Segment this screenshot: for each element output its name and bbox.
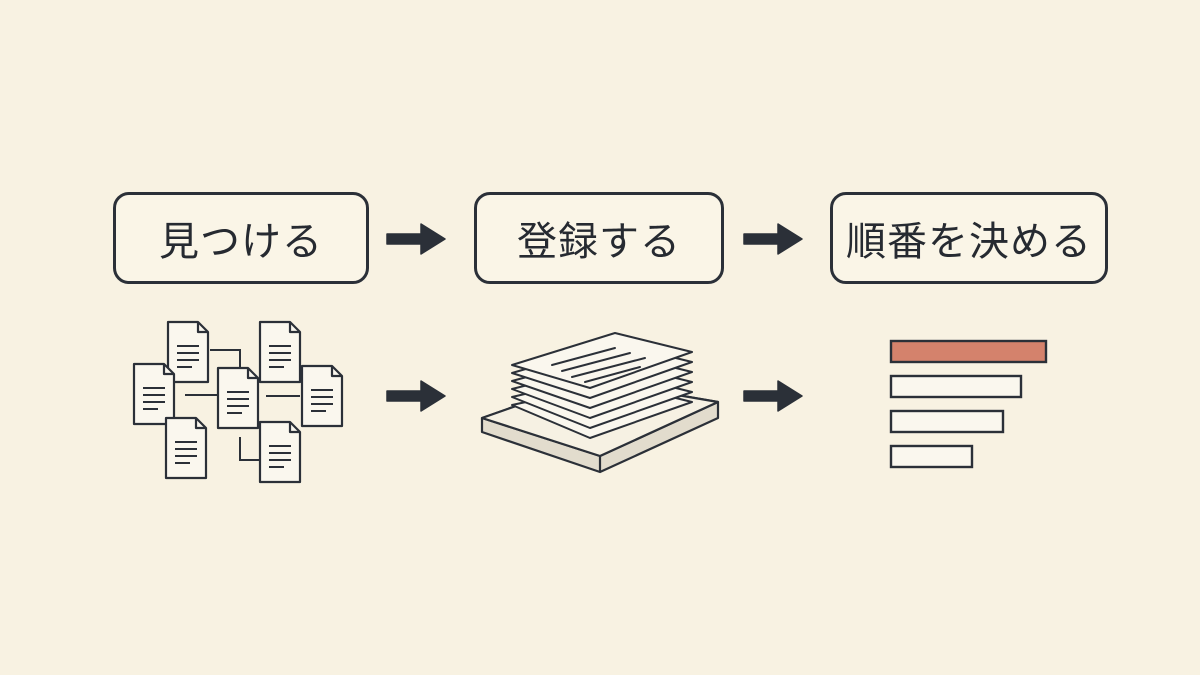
step-box-order: 順番を決める: [830, 192, 1108, 284]
step-label-order: 順番を決める: [846, 219, 1092, 265]
stacked-documents-icon: [480, 332, 720, 474]
arrow-right-icon: [743, 223, 803, 255]
arrow-right-icon: [743, 380, 803, 412]
ranked-bars-icon: [889, 339, 1048, 469]
arrow-right-icon: [386, 380, 446, 412]
ranking-bar: [889, 444, 974, 469]
scattered-documents-icon: [132, 320, 344, 484]
ranking-bar: [889, 339, 1048, 364]
arrow-right-icon: [386, 223, 446, 255]
step-box-find: 見つける: [113, 192, 369, 284]
ranking-bar: [889, 374, 1023, 399]
step-label-register: 登録する: [517, 219, 681, 265]
step-box-register: 登録する: [474, 192, 724, 284]
ranking-bar: [889, 409, 1005, 434]
step-label-find: 見つける: [159, 219, 323, 265]
